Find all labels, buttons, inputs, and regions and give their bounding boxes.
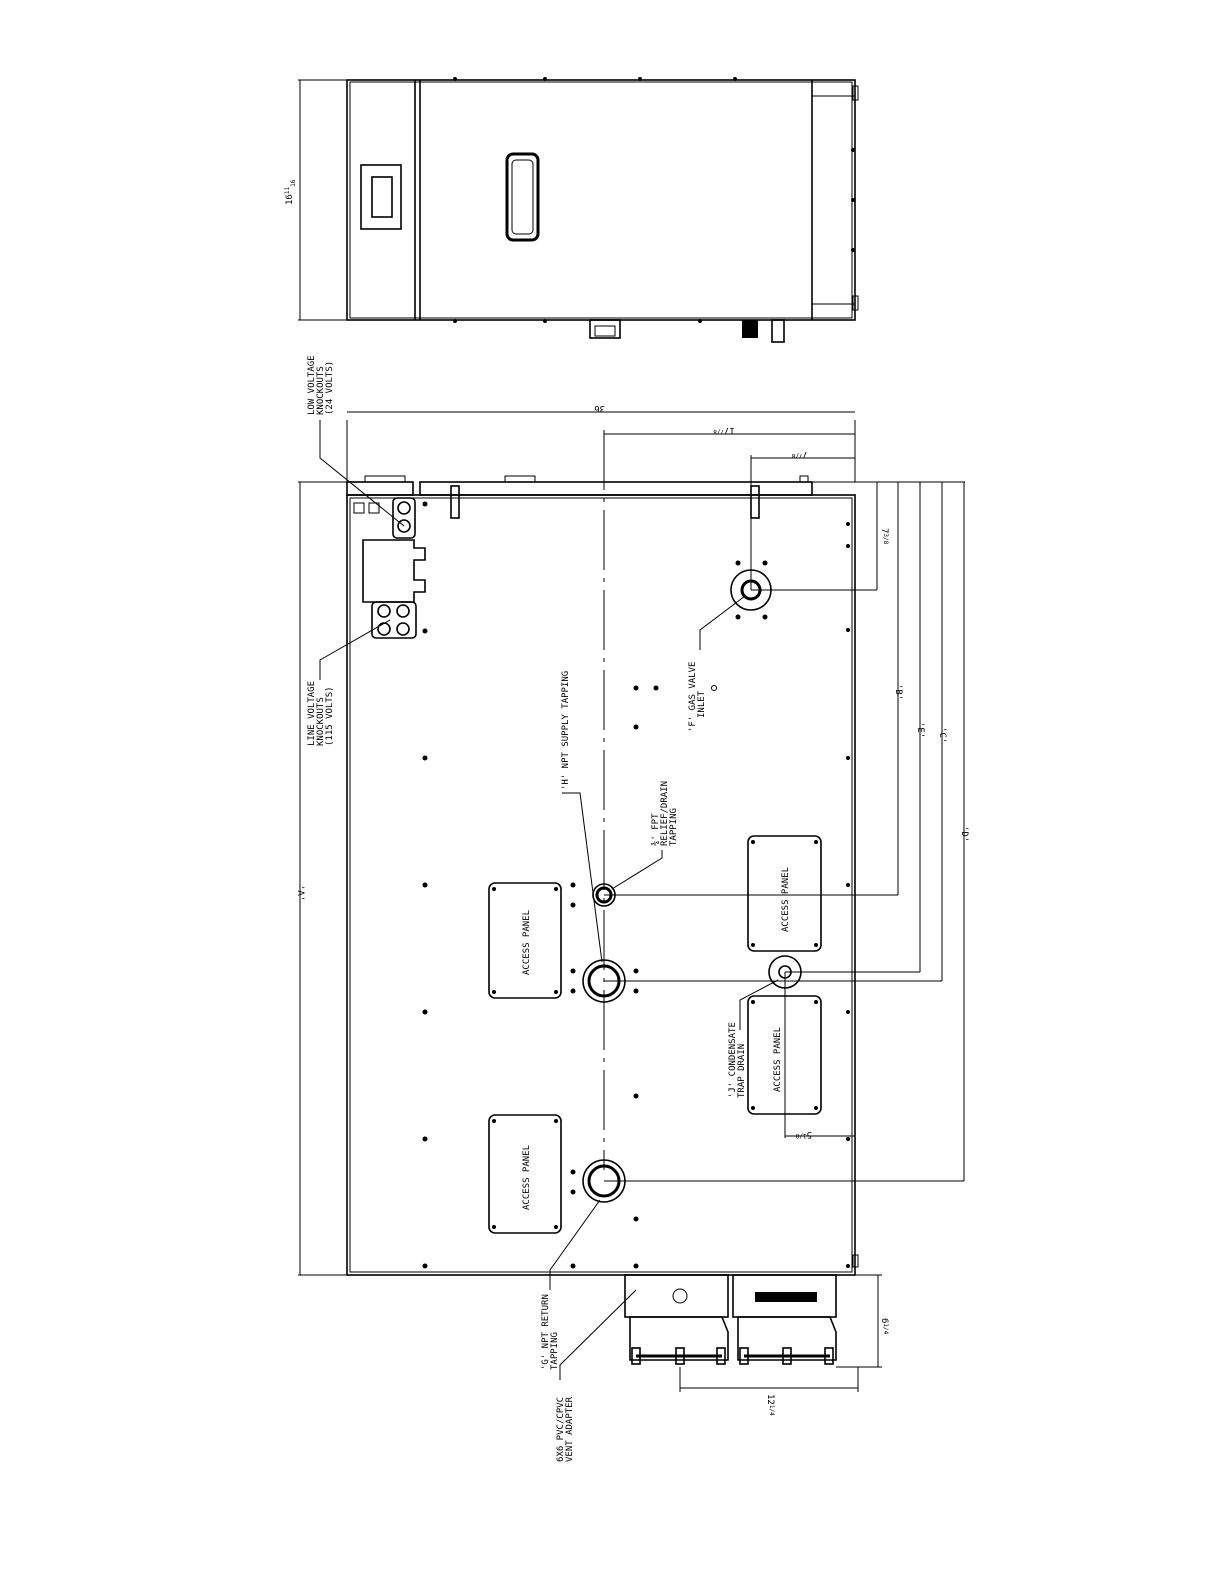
access-panel-1 xyxy=(488,882,562,999)
dim-vent-width: 121/4 xyxy=(765,1394,775,1416)
line-voltage-label: LINE VOLTAGE KNOCKOUTS (115 VOLTS) xyxy=(307,676,335,746)
relief-label: ¾' FPT RELIEF/DRAIN TAPPING xyxy=(651,776,679,846)
access-panel-label-3: ACCESS PANEL xyxy=(781,867,791,932)
dimension-lines: 'A' 36 177/8 77/8 73/8 'B' 'E' 'C' 'D' xyxy=(295,403,969,1416)
front-view: ACCESS PANEL ACCESS PANEL ACCESS PANEL A… xyxy=(346,430,859,1365)
access-panel-label-4: ACCESS PANEL xyxy=(773,1027,783,1092)
dim-gas-offset: 77/8 xyxy=(791,449,808,459)
dim-width-label: 36 xyxy=(594,403,605,413)
condensate-label: 'J' CONDENSATE TRAP DRAIN xyxy=(728,1017,747,1098)
low-voltage-label: LOW VOLTAGE KNOCKOUTS (24 VOLTS) xyxy=(307,350,335,415)
access-panel-label-1: ACCESS PANEL xyxy=(522,910,532,975)
access-panel-2 xyxy=(488,1114,562,1234)
vent-adapter-label: 6X6 PVC/CPVC VENT ADAPTER xyxy=(556,1392,575,1462)
dim-cond-inset: 51/8 xyxy=(795,1129,812,1139)
dim-vent-proj: 61/4 xyxy=(879,1318,889,1335)
gas-valve-label: 'F' GAS VALVE INLET xyxy=(688,656,707,732)
dim-a-label: 'A' xyxy=(295,885,305,901)
dim-supply-offset: 177/8 xyxy=(713,425,735,435)
leader-lines xyxy=(319,420,779,1380)
g-return-label: 'G' NPT RETURN TAPPING xyxy=(541,1289,560,1370)
access-panel-3 xyxy=(747,835,822,952)
depth-dimension: 161116 xyxy=(284,179,297,205)
access-panel-label-2: ACCESS PANEL xyxy=(522,1145,532,1210)
dim-gas-inset: 73/8 xyxy=(879,528,889,545)
callout-labels: LOW VOLTAGE KNOCKOUTS (24 VOLTS) LINE VO… xyxy=(307,350,747,1462)
top-view: 161116 xyxy=(284,77,859,343)
dim-c-label: 'C' xyxy=(937,727,947,743)
h-supply-label: 'H' NPT SUPPLY TAPPING xyxy=(561,671,571,790)
dim-b-label: 'B' xyxy=(893,684,903,700)
dim-e-label: 'E' xyxy=(915,722,925,738)
dim-d-label: 'D' xyxy=(959,826,969,842)
